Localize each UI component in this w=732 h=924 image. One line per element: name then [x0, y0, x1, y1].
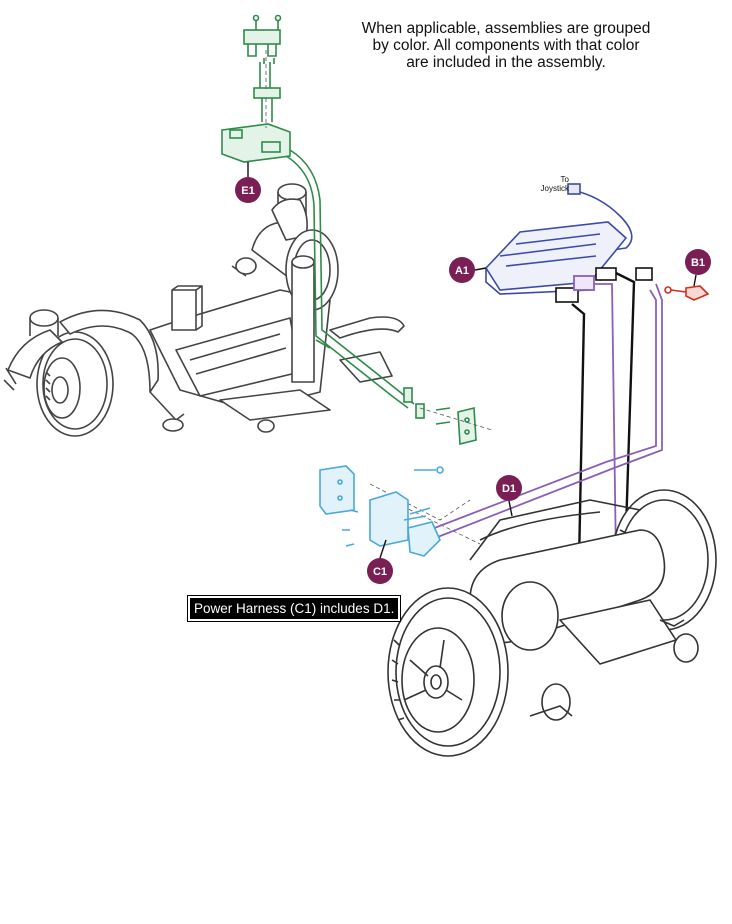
assembly-c1-power-harness [319, 465, 444, 557]
svg-text:E1: E1 [241, 185, 254, 197]
joystick-label-line-1: To [560, 175, 569, 184]
badge-c1: C1 [367, 539, 393, 584]
badge-e1: E1 [235, 162, 261, 203]
joystick-label: To Joystick [527, 175, 569, 193]
rear-drive-assembly [387, 489, 717, 757]
assembly-e1-harness [221, 14, 477, 446]
svg-text:C1: C1 [373, 566, 387, 578]
badge-b1: B1 [685, 249, 711, 287]
power-harness-callout: Power Harness (C1) includes D1. [186, 595, 402, 622]
assembly-b1-component [664, 285, 710, 301]
svg-text:B1: B1 [691, 257, 705, 269]
note-line-1: When applicable, assemblies are grouped [361, 20, 651, 37]
controller-cables [555, 267, 653, 613]
front-frame-assembly [3, 183, 405, 437]
assembly-color-note: When applicable, assemblies are grouped … [320, 20, 692, 71]
badge-a1: A1 [449, 257, 487, 283]
joystick-label-line-2: Joystick [540, 184, 569, 193]
badge-d1: D1 [496, 475, 522, 517]
svg-text:A1: A1 [455, 265, 469, 277]
note-line-3: are included in the assembly. [406, 54, 606, 71]
svg-text:D1: D1 [502, 483, 516, 495]
note-line-2: by color. All components with that color [372, 37, 640, 54]
